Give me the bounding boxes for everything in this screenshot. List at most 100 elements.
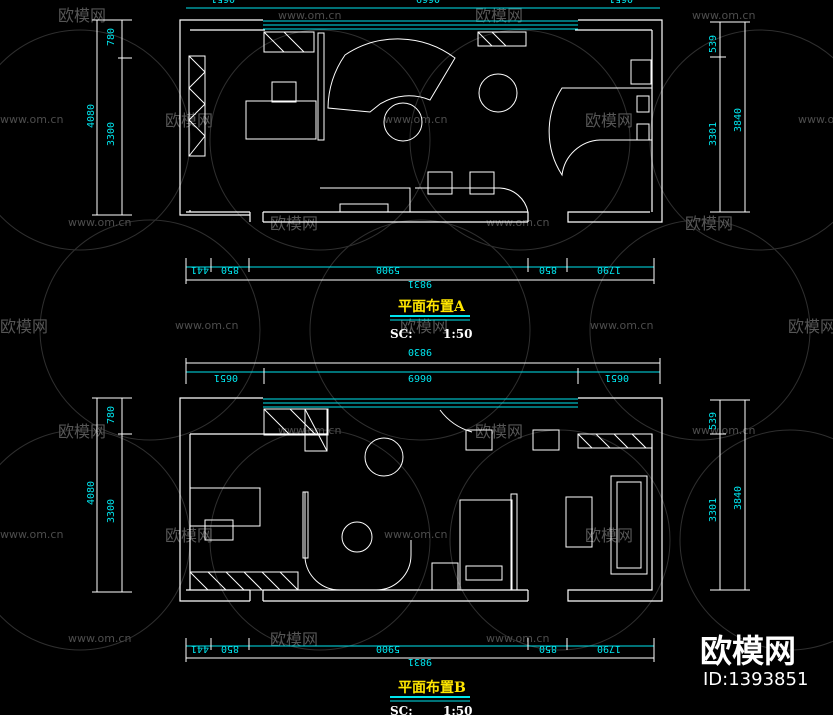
svg-text:0651: 0651	[214, 372, 238, 383]
svg-text:441: 441	[191, 264, 209, 275]
watermark-url: www.om.cn	[798, 113, 833, 126]
plan-a-right-dims: 539 3301 3840	[708, 21, 750, 213]
svg-text:4080: 4080	[86, 104, 97, 128]
svg-text:3840: 3840	[733, 108, 744, 132]
plan-b-right-dims: 539 3301 3840	[708, 399, 750, 591]
watermark-url: www.om.cn	[278, 9, 341, 22]
watermark-url: www.om.cn	[590, 319, 653, 332]
watermark-brand: 欧模网	[475, 422, 523, 441]
svg-text:5900: 5900	[376, 643, 400, 654]
svg-text:850: 850	[221, 264, 239, 275]
svg-text:9831: 9831	[408, 278, 432, 289]
plan-b-furniture	[189, 408, 653, 591]
svg-text:3300: 3300	[106, 499, 117, 523]
svg-text:539: 539	[708, 412, 719, 430]
chair	[427, 171, 453, 195]
curved-partition	[304, 492, 412, 591]
watermark-url: www.om.cn	[384, 528, 447, 541]
svg-text:9831: 9831	[408, 656, 432, 667]
desk	[189, 487, 261, 527]
plan-a-scale-value: 1:50	[443, 327, 472, 341]
svg-text:0669: 0669	[408, 372, 432, 383]
svg-text:0651: 0651	[605, 372, 629, 383]
svg-text:1790: 1790	[597, 264, 621, 275]
plan-a-title-block: 平面布置A SC: 1:50	[390, 298, 472, 341]
curved-counter	[548, 87, 653, 177]
watermark-url: www.om.cn	[692, 9, 755, 22]
desk	[245, 100, 317, 140]
logo-brand: 欧模网	[700, 632, 796, 670]
watermark-url: www.om.cn	[68, 216, 131, 229]
plan-a-left-dims: 780 4080 3300	[86, 19, 132, 216]
round-table	[341, 521, 373, 553]
watermark-url: www.om.cn	[486, 632, 549, 645]
plan-a-top-dims: 0651 0669 0651	[186, 0, 660, 9]
svg-text:850: 850	[221, 643, 239, 654]
svg-text:1790: 1790	[597, 643, 621, 654]
plan-b-window	[263, 398, 578, 408]
shelf-unit	[188, 55, 206, 157]
plan-a-scale-label: SC:	[390, 327, 413, 341]
watermark-url: www.om.cn	[692, 424, 755, 437]
chair	[465, 429, 493, 451]
watermark-brand: 欧模网	[585, 111, 633, 130]
plan-a-bottom-dims: 441 850 5900 850 1790 9831	[185, 258, 655, 289]
plan-b-left-dims: 780 4080 3300	[86, 397, 132, 593]
watermark-url: www.om.cn	[68, 632, 131, 645]
lounge-bench	[320, 187, 529, 213]
svg-text:0651: 0651	[609, 0, 633, 4]
watermark-brand: 欧模网	[165, 526, 213, 545]
svg-text:0651: 0651	[211, 0, 235, 4]
watermark-brand: 欧模网	[270, 214, 318, 233]
watermark-brand: 欧模网	[685, 214, 733, 233]
door-swing	[439, 409, 473, 433]
plan-a-title: 平面布置A	[398, 298, 466, 315]
partition	[317, 32, 325, 141]
plan-a-furniture	[188, 31, 653, 213]
svg-text:3840: 3840	[733, 486, 744, 510]
reception-desk	[327, 38, 456, 113]
round-table	[383, 102, 423, 142]
plan-a: 0651 0669 0651	[86, 0, 750, 341]
watermark-brand: 欧模网	[585, 526, 633, 545]
plan-b-scale-label: SC:	[390, 704, 413, 715]
site-logo: 欧模网 ID:1393851	[700, 632, 808, 690]
svg-text:9830: 9830	[408, 346, 432, 357]
watermark-brand: 欧模网	[400, 317, 448, 336]
svg-text:780: 780	[106, 28, 117, 46]
plan-b-title-block: 平面布置B SC: 1:50	[390, 679, 472, 715]
svg-text:539: 539	[708, 35, 719, 53]
watermark-brand: 欧模网	[58, 422, 106, 441]
svg-text:5900: 5900	[376, 264, 400, 275]
svg-text:4080: 4080	[86, 481, 97, 505]
plan-b-walls	[179, 397, 663, 602]
svg-text:3301: 3301	[708, 498, 719, 522]
plan-a-walls	[179, 19, 663, 223]
sofa	[610, 475, 648, 575]
watermark-url: www.om.cn	[0, 528, 63, 541]
plan-b-scale-value: 1:50	[443, 704, 472, 715]
watermark-brand: 欧模网	[0, 317, 48, 336]
chair	[271, 81, 297, 103]
plan-b-bottom-dims: 441 850 5900 850 1790 9831	[185, 638, 655, 667]
counter	[459, 499, 513, 591]
svg-text:3300: 3300	[106, 122, 117, 146]
svg-text:850: 850	[539, 264, 557, 275]
svg-text:780: 780	[106, 406, 117, 424]
chair	[204, 519, 234, 541]
svg-text:0669: 0669	[416, 0, 440, 4]
watermark-url: www.om.cn	[175, 319, 238, 332]
watermark-brand: 欧模网	[270, 630, 318, 649]
chair	[532, 429, 560, 451]
watermark-brand: 欧模网	[475, 6, 523, 25]
watermark-brand: 欧模网	[788, 317, 833, 336]
plan-b-title: 平面布置B	[398, 679, 466, 696]
watermark-url: www.om.cn	[384, 113, 447, 126]
logo-id: ID:1393851	[703, 669, 808, 690]
round-table	[478, 73, 518, 113]
svg-text:3301: 3301	[708, 122, 719, 146]
table	[565, 496, 593, 548]
watermark-brand: 欧模网	[58, 6, 106, 25]
